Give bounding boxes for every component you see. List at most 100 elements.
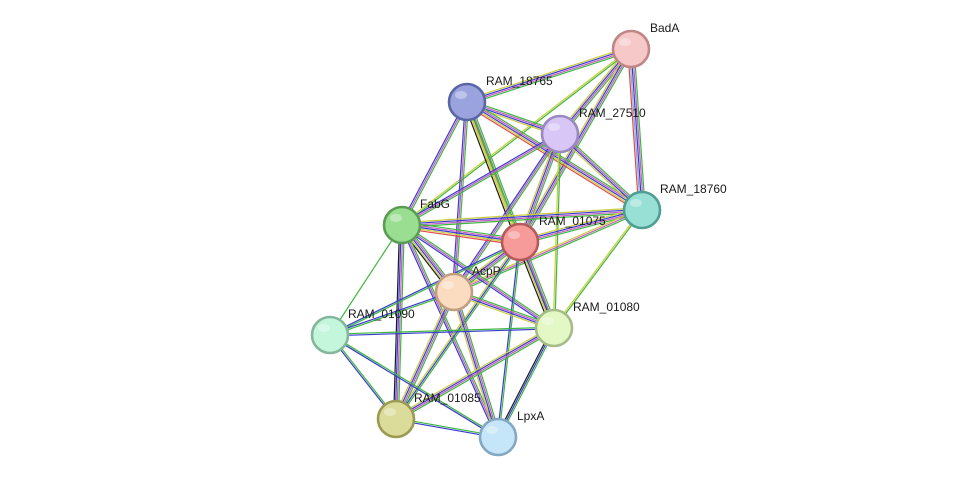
node-label: RAM_01075 (539, 214, 606, 228)
node-circle[interactable] (376, 399, 416, 439)
edge-FabG-RAM_01090[interactable] (329, 224, 403, 336)
edge-evidence-line (400, 132, 560, 225)
edge-RAM_01090-RAM_01080[interactable] (329, 326, 555, 337)
edge-evidence-line (402, 134, 562, 227)
edge-FabG-RAM_01085[interactable] (393, 224, 405, 420)
node-circle[interactable] (540, 114, 580, 154)
node-highlight (384, 408, 396, 416)
edge-AcpP-RAM_01085[interactable] (393, 290, 457, 421)
node-lpxa[interactable]: LpxA (478, 409, 544, 457)
edge-evidence-line (329, 224, 403, 336)
edge-evidence-line (401, 227, 520, 246)
node-highlight (542, 317, 554, 325)
edge-evidence-line (402, 222, 521, 242)
edge-evidence-line (401, 133, 561, 226)
node-circle[interactable] (382, 205, 422, 245)
edge-evidence-line (396, 328, 555, 421)
edge-RAM_18765-FabG[interactable] (400, 100, 469, 227)
edge-evidence-line (498, 328, 556, 439)
node-label: AcpP (472, 264, 501, 278)
edge-FabG-RAM_01075[interactable] (401, 221, 521, 246)
edge-evidence-line (498, 242, 522, 438)
edge-evidence-line (394, 224, 402, 419)
edge-evidence-line (330, 328, 555, 337)
edge-evidence-line (402, 221, 521, 240)
edge-evidence-line (631, 48, 645, 210)
edge-evidence-line (394, 291, 454, 419)
edge-evidence-line (402, 223, 556, 328)
edge-evidence-line (395, 326, 554, 419)
edge-evidence-line (497, 327, 555, 438)
edge-evidence-line (330, 333, 499, 437)
edge-evidence-line (397, 292, 457, 421)
edge-evidence-line (552, 133, 560, 328)
node-highlight (486, 426, 498, 434)
node-ram-18760[interactable]: RAM_18760 (622, 182, 727, 230)
edge-RAM_18760-RAM_01075[interactable] (519, 207, 643, 245)
edge-evidence-line (396, 329, 556, 422)
node-highlight (548, 123, 560, 131)
node-circle[interactable] (500, 222, 540, 262)
node-circle[interactable] (447, 82, 487, 122)
node-ram-01075[interactable]: RAM_01075 (500, 214, 606, 262)
node-circle[interactable] (622, 190, 662, 230)
edge-RAM_01080-RAM_01085[interactable] (394, 325, 556, 422)
node-circle[interactable] (534, 308, 574, 348)
node-label: LpxA (517, 409, 544, 423)
node-ram-01085[interactable]: RAM_01085 (376, 391, 481, 439)
edge-evidence-line (519, 208, 642, 242)
edge-evidence-line (520, 211, 643, 245)
node-label: RAM_18765 (486, 74, 553, 88)
node-circle[interactable] (611, 29, 651, 69)
edge-evidence-line (627, 49, 640, 211)
edge-RAM_27510-FabG[interactable] (400, 132, 562, 227)
edge-RAM_01090-LpxA[interactable] (329, 333, 499, 439)
edge-RAM_01075-RAM_01090[interactable] (329, 240, 521, 337)
edge-RAM_18760-FabG[interactable] (401, 207, 643, 228)
node-highlight (508, 231, 520, 239)
node-bada[interactable]: BadA (611, 21, 679, 69)
node-label: RAM_27510 (579, 106, 646, 120)
edge-BadA-RAM_18760[interactable] (627, 48, 646, 211)
node-circle[interactable] (478, 417, 518, 457)
edge-evidence-line (467, 50, 632, 105)
edge-evidence-line (453, 209, 643, 293)
edge-evidence-line (463, 102, 518, 244)
node-ram-01080[interactable]: RAM_01080 (534, 300, 640, 348)
node-highlight (455, 91, 467, 99)
edge-evidence-line (554, 210, 644, 329)
edge-evidence-line (496, 241, 520, 437)
edge-evidence-line (401, 101, 468, 226)
node-circle[interactable] (434, 272, 474, 312)
edge-evidence-line (552, 209, 642, 328)
node-circle[interactable] (310, 315, 350, 355)
edge-evidence-line (402, 49, 632, 227)
edge-evidence-line (521, 134, 563, 244)
edge-evidence-line (455, 291, 501, 437)
edge-evidence-line (630, 48, 643, 211)
node-acpp[interactable]: AcpP (434, 264, 501, 312)
edge-RAM_01080-LpxA[interactable] (496, 326, 556, 439)
edge-evidence-line (397, 225, 405, 420)
edge-evidence-line (330, 292, 455, 337)
node-ram-01090[interactable]: RAM_01090 (310, 307, 415, 355)
edge-evidence-line (393, 224, 401, 419)
edge-evidence-line (453, 133, 561, 293)
edge-AcpP-LpxA[interactable] (451, 291, 501, 438)
node-label: RAM_01080 (573, 300, 640, 314)
edge-AcpP-RAM_01090[interactable] (329, 290, 455, 337)
node-fabg[interactable]: FabG (382, 197, 450, 245)
node-ram-18765[interactable]: RAM_18765 (447, 74, 553, 122)
node-highlight (630, 199, 642, 207)
edge-evidence-line (329, 335, 498, 439)
node-label: FabG (420, 197, 450, 211)
edge-evidence-line (628, 49, 642, 211)
edge-evidence-line (466, 46, 631, 101)
edge-BadA-RAM_18765[interactable] (466, 46, 632, 105)
edge-RAM_01075-LpxA[interactable] (496, 241, 522, 438)
node-ram-27510[interactable]: RAM_27510 (540, 106, 646, 154)
edge-evidence-line (401, 207, 642, 224)
node-highlight (318, 324, 330, 332)
edge-RAM_18760-RAM_01080[interactable] (552, 209, 644, 329)
